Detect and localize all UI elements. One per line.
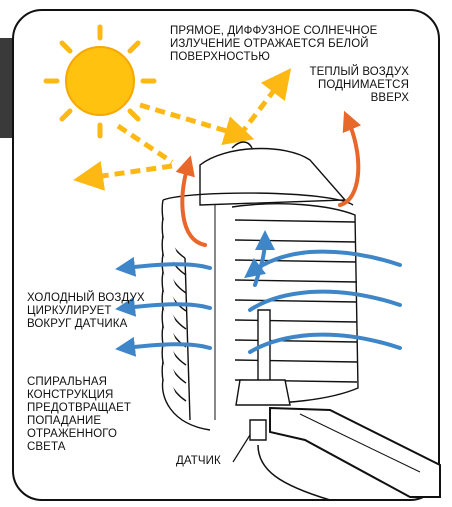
warm-air-label-line: ТЕПЛЫЙ ВОЗДУХ [285, 66, 409, 79]
spiral-label-line: КОНСТРУКЦИЯ [27, 389, 131, 402]
sensor-pointer-line [233, 435, 250, 462]
spiral-label-line: ОТРАЖЕННОГО [27, 428, 131, 441]
spiral-label-line: СПИРАЛЬНАЯ [27, 376, 131, 389]
mounting-arm [270, 408, 440, 497]
sunlight-label: ПРЯМОЕ, ДИФФУЗНОЕ СОЛНЕЧНОЕ ИЗЛУЧЕНИЕ ОТ… [170, 25, 377, 64]
spiral-label-line: ПОПАДАНИЕ [27, 415, 131, 428]
warm-air-label-line: ПОДНИМАЕТСЯ [285, 79, 409, 92]
sun-icon [46, 27, 154, 136]
spiral-label-line: ПРЕДОТВРАЩАЕТ [27, 402, 131, 415]
sunlight-label-line: ИЗЛУЧЕНИЕ ОТРАЖАЕТСЯ БЕЛОЙ [170, 38, 377, 51]
spiral-label-line: СВЕТА [27, 441, 131, 454]
cold-air-label-line: ЦИРКУЛИРУЕТ [27, 305, 145, 318]
spiral-label: СПИРАЛЬНАЯ КОНСТРУКЦИЯ ПРЕДОТВРАЩАЕТ ПОП… [27, 376, 131, 454]
warm-air-label-line: ВВЕРХ [285, 92, 409, 105]
sensor-cable [258, 445, 330, 500]
cold-air-label-line: ХОЛОДНЫЙ ВОЗДУХ [27, 292, 145, 305]
cold-air-label-line: ВОКРУГ ДАТЧИКА [27, 318, 145, 331]
sunlight-label-line: ПОВЕРХНОСТЬЮ [170, 51, 377, 64]
sunlight-label-line: ПРЯМОЕ, ДИФФУЗНОЕ СОЛНЕЧНОЕ [170, 25, 377, 38]
sensor-label: ДАТЧИК [176, 455, 221, 468]
cold-air-label: ХОЛОДНЫЙ ВОЗДУХ ЦИРКУЛИРУЕТ ВОКРУГ ДАТЧИ… [27, 292, 145, 331]
warm-air-label: ТЕПЛЫЙ ВОЗДУХ ПОДНИМАЕТСЯ ВВЕРХ [285, 66, 409, 105]
